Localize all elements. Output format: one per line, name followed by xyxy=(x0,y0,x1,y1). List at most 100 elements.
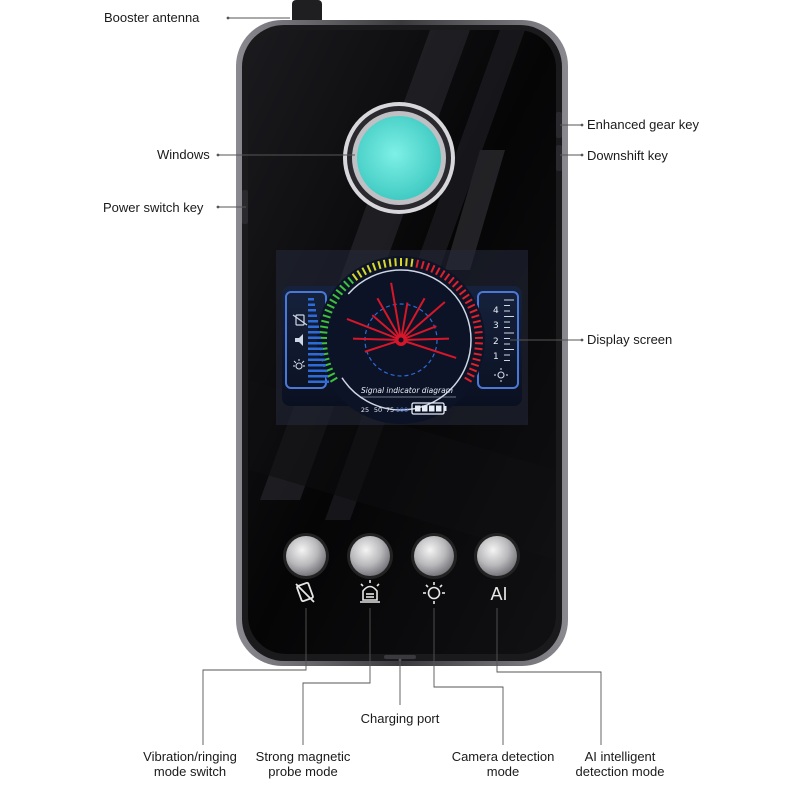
gauge-rim xyxy=(330,269,472,411)
signal-indicator-caption: Signal indicator diagram xyxy=(361,386,453,395)
left-level-meter xyxy=(308,298,329,383)
level-bar xyxy=(308,309,316,312)
gauge-tick xyxy=(474,347,483,351)
gauge-tick xyxy=(473,352,482,356)
percent-mark: 50 xyxy=(374,406,382,414)
gauge-tick xyxy=(332,293,341,300)
gauge-tick xyxy=(471,314,480,319)
gauge-tick xyxy=(382,259,387,268)
display-screen-label: Display screen xyxy=(587,332,673,347)
gauge-tick xyxy=(466,372,475,378)
gauge-inner-ring xyxy=(364,303,438,377)
signal-gauge xyxy=(317,256,485,424)
gauge-tick xyxy=(322,314,331,319)
signal-needle xyxy=(400,339,457,359)
booster-antenna-label: Booster antenna xyxy=(104,10,200,25)
battery-icon xyxy=(411,402,447,415)
gauge-tick xyxy=(455,284,463,292)
level-bar xyxy=(308,342,322,345)
gauge-tick xyxy=(356,270,363,278)
gauge-tick xyxy=(410,258,414,267)
gauge-tick xyxy=(321,319,330,324)
gauge-tick xyxy=(464,376,473,383)
gauge-tick xyxy=(415,259,420,268)
camera-detection-label-line2: mode xyxy=(486,764,520,779)
screen-light-icon xyxy=(293,359,305,370)
ai-detection-label-line1: AI intelligent xyxy=(584,749,656,764)
level-bar xyxy=(308,358,325,361)
level-bar xyxy=(308,369,327,372)
signal-needle xyxy=(364,339,402,353)
gauge-tick xyxy=(443,273,451,281)
display-screen: 4 3 2 1 Signal indicator diagram 25 50 7… xyxy=(276,250,528,425)
ai-button-label: AI xyxy=(490,584,507,604)
camera-detection-button[interactable] xyxy=(411,533,457,579)
signal-needle xyxy=(400,325,437,341)
level-bar xyxy=(308,347,323,350)
level-bar xyxy=(308,303,315,306)
gauge-tick xyxy=(388,258,392,267)
screen-speaker-icon xyxy=(295,334,303,346)
level-bar xyxy=(308,380,329,383)
level-bar xyxy=(308,336,321,339)
callout-dots xyxy=(216,16,584,662)
signal-needle xyxy=(390,282,402,341)
gauge-tick xyxy=(329,376,338,383)
camera-detection-icon xyxy=(423,582,445,604)
gauge-tick xyxy=(361,267,367,276)
gear-number: 1 xyxy=(493,352,499,362)
gauge-tick xyxy=(461,293,470,300)
windows-label: Windows xyxy=(157,147,210,162)
gauge-tick xyxy=(405,258,408,267)
gauge-tick xyxy=(467,303,476,309)
power-switch-key-label: Power switch key xyxy=(103,200,204,215)
gauge-tick xyxy=(439,270,446,278)
gauge-tick xyxy=(425,262,431,271)
gauge-tick xyxy=(473,325,483,329)
level-bar xyxy=(308,353,324,356)
gauge-tick xyxy=(377,260,382,270)
enhanced-gear-key[interactable] xyxy=(556,112,562,138)
signal-needle xyxy=(346,318,402,341)
gauge-hub-center xyxy=(398,337,404,343)
gear-number: 3 xyxy=(493,321,499,331)
magnetic-probe-label: Strong magnetic probe mode xyxy=(256,749,351,779)
vibration-mode-label: Vibration/ringing mode switch xyxy=(143,749,237,779)
vibration-mode-button[interactable] xyxy=(283,533,329,579)
signal-needle xyxy=(400,302,409,341)
gauge-tick xyxy=(327,372,336,378)
signal-needle xyxy=(352,337,402,341)
gauge-tick xyxy=(394,258,397,267)
level-bar xyxy=(308,325,319,328)
magnetic-probe-button[interactable] xyxy=(347,533,393,579)
downshift-key[interactable] xyxy=(556,145,562,171)
gauge-tick xyxy=(366,264,372,273)
gauge-tick xyxy=(335,289,344,296)
charging-port xyxy=(384,655,416,659)
gauge-tick xyxy=(319,331,328,334)
vibration-mode-label-line2: mode switch xyxy=(153,764,227,779)
vibration-mode-label-line1: Vibration/ringing xyxy=(143,749,237,764)
signal-needle xyxy=(400,337,450,341)
gauge-tick xyxy=(343,280,351,288)
gear-number: 2 xyxy=(493,337,499,347)
screen-brightness-icon xyxy=(494,368,508,382)
ai-detection-label: AI intelligent detection mode xyxy=(576,749,665,779)
gauge-tick xyxy=(448,276,455,285)
enhanced-gear-key-label: Enhanced gear key xyxy=(587,117,700,132)
gauge-tick xyxy=(472,319,481,324)
gauge-tick xyxy=(470,362,480,368)
vibration-mode-icon xyxy=(295,581,315,603)
gauge-tick xyxy=(435,267,441,276)
gauge-tick xyxy=(472,357,481,362)
level-bar xyxy=(308,375,328,378)
gauge-tick xyxy=(474,331,483,334)
percent-mark: 25 xyxy=(361,406,369,414)
gauge-tick xyxy=(324,308,333,314)
right-level-meter xyxy=(504,299,514,361)
level-bar xyxy=(308,331,320,334)
signal-needle xyxy=(400,301,446,341)
ai-detection-button[interactable] xyxy=(474,533,520,579)
level-bar xyxy=(308,364,326,367)
